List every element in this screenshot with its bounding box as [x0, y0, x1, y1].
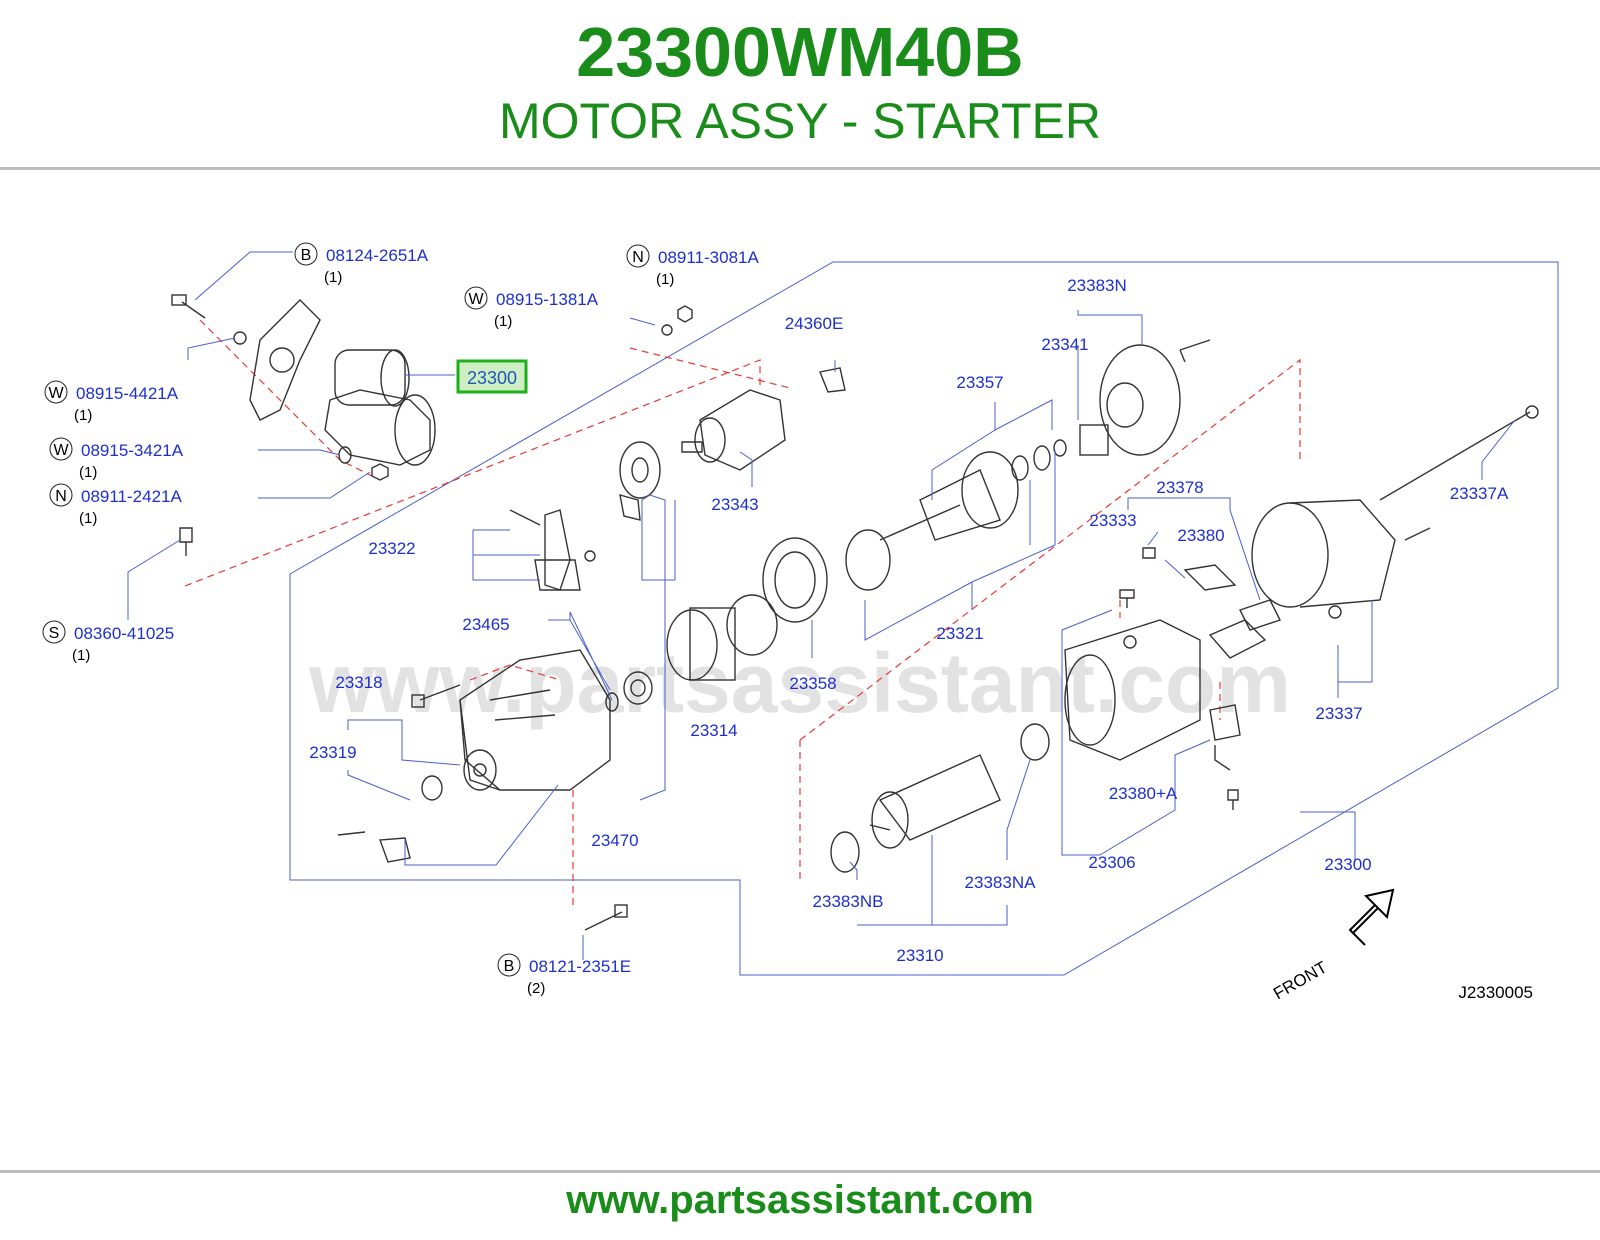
part-label: 23358	[789, 674, 836, 693]
callout-prefix: W	[53, 442, 69, 459]
part-label: 23300	[1324, 855, 1371, 874]
bolt-icon	[171, 294, 206, 319]
assembly-frame-outline	[289, 261, 1559, 976]
header-divider	[0, 167, 1600, 170]
part-label: 23378	[1156, 478, 1203, 497]
through-bolt-icon	[1379, 405, 1539, 501]
part-label: 23306	[1088, 853, 1135, 872]
callout-qty: (1)	[72, 647, 90, 664]
part-label: 23341	[1041, 335, 1088, 354]
callout-qty: (1)	[74, 407, 92, 424]
gear-housing-icon	[459, 649, 611, 791]
part-label: 23383NA	[965, 873, 1037, 892]
highlighted-part-box[interactable]	[456, 359, 528, 394]
footer-divider	[0, 1170, 1600, 1173]
starter-assembly-thumbnail	[249, 299, 436, 466]
part-label: 23380+A	[1109, 784, 1178, 803]
screw-icon	[179, 527, 193, 556]
part-label: 23321	[936, 624, 983, 643]
part-label: 23337	[1315, 704, 1362, 723]
part-label: 23380	[1177, 526, 1224, 545]
ring-icon	[605, 671, 653, 712]
pinion-gear-icon	[666, 594, 778, 681]
bolt-icon	[411, 684, 461, 708]
callout-prefix: W	[48, 385, 64, 402]
shaft-gear-icon	[879, 439, 1067, 541]
part-label: 23343	[711, 495, 758, 514]
brush-terminal-icon	[1142, 547, 1281, 771]
part-name-subtitle: MOTOR ASSY - STARTER	[499, 93, 1101, 149]
callout-part-number: 08915-4421A	[76, 384, 179, 403]
callout-prefix: B	[504, 958, 515, 975]
callout-labels: 08124-2651A (1) 08911-3081A (1) 08915-13…	[72, 246, 759, 997]
part-label: 23319	[309, 743, 356, 762]
nut-icon	[371, 463, 389, 481]
assembly-guide-dash	[799, 358, 1301, 741]
yoke-icon	[1251, 499, 1431, 619]
callout-prefix: N	[632, 249, 644, 266]
solenoid-icon	[681, 389, 786, 471]
assembly-guide-dash	[469, 664, 561, 681]
diagram-code: J2330005	[1458, 983, 1533, 1002]
washer-icon	[661, 324, 673, 336]
callout-badges: B N W W W N S B	[42, 242, 650, 977]
callout-qty: (1)	[494, 313, 512, 330]
callout-part-number: 08915-3421A	[81, 441, 184, 460]
lever-parts-icon	[509, 509, 596, 591]
callout-qty: (2)	[527, 980, 545, 997]
callout-prefix: N	[55, 488, 67, 505]
highlighted-part-label[interactable]: 23300	[467, 368, 517, 388]
callout-part-number: 08911-3081A	[658, 248, 759, 267]
part-label: 23333	[1089, 511, 1136, 530]
part-label: 23383N	[1067, 276, 1127, 295]
part-label: 23318	[335, 673, 382, 692]
callout-part-number: 08911-2421A	[81, 487, 182, 506]
watermark-text: www.partsassistant.com	[308, 636, 1291, 730]
armature-icon	[830, 723, 1050, 873]
part-number-title: 23300WM40B	[576, 13, 1024, 91]
nut-icon	[677, 305, 693, 323]
page-header: 23300WM40B MOTOR ASSY - STARTER	[0, 0, 1600, 168]
callout-part-number: 08121-2351E	[529, 957, 631, 976]
callout-part-number: 08915-1381A	[496, 290, 599, 309]
part-label: 23314	[690, 721, 737, 740]
brush-holder-icon	[1064, 619, 1201, 761]
callout-qty: (1)	[79, 464, 97, 481]
part-label: 23310	[896, 946, 943, 965]
bracket-icon	[819, 367, 846, 393]
callout-qty: (1)	[656, 271, 674, 288]
bearing-housing-icon	[1079, 339, 1211, 456]
assembly-guide-dash	[629, 347, 791, 389]
bolt-icon	[584, 904, 628, 931]
front-arrow-icon	[1348, 888, 1395, 946]
washer-icon	[233, 331, 247, 345]
callout-part-number: 08360-41025	[74, 624, 174, 643]
callout-prefix: S	[49, 625, 60, 642]
part-label: 24360E	[785, 314, 844, 333]
part-label: 23322	[368, 539, 415, 558]
part-label: 23357	[956, 373, 1003, 392]
front-label: FRONT	[1270, 958, 1330, 1004]
footer-url[interactable]: www.partsassistant.com	[566, 1178, 1034, 1222]
callout-qty: (1)	[79, 510, 97, 527]
callout-prefix: W	[468, 291, 484, 308]
screw-icon	[1119, 589, 1239, 810]
leader-lines	[127, 251, 1516, 960]
part-label: 23470	[591, 831, 638, 850]
part-label: 23383NB	[813, 892, 884, 911]
part-label: 23337A	[1450, 484, 1509, 503]
end-cover-icon	[619, 441, 661, 521]
seal-cap-icon	[337, 775, 443, 863]
washer-pair-icon	[762, 529, 891, 623]
callout-part-number: 08124-2651A	[326, 246, 429, 265]
part-label: 23465	[462, 615, 509, 634]
callout-qty: (1)	[324, 269, 342, 286]
part-labels: 24360E 23383N 23341 23357 23343 23322 23…	[309, 276, 1509, 965]
callout-prefix: B	[301, 247, 312, 264]
